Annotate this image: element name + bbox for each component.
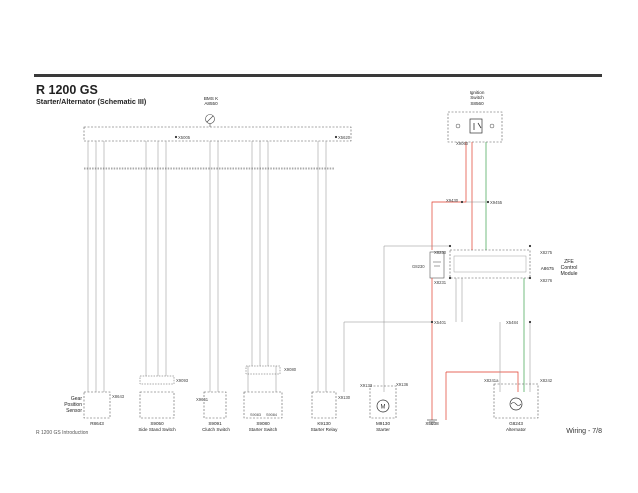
- conn-x9430: X9430: [446, 198, 459, 203]
- gear-sensor-name: Gear Position Sensor: [64, 396, 82, 414]
- starter-name: Starter: [376, 427, 390, 432]
- bms-k-code: A8550: [204, 101, 218, 106]
- starter-box: [369, 385, 397, 419]
- sidestand-code: S9050: [150, 421, 164, 426]
- ignition-code: S8560: [470, 101, 484, 106]
- footer-left: R 1200 GS Introduction: [36, 430, 89, 436]
- ignition-key-symbol: [469, 118, 483, 134]
- starter-switch-box: [243, 391, 283, 419]
- ignition-name: Ignition Switch: [469, 90, 485, 101]
- zfe-code: A8675: [540, 266, 554, 271]
- conn-s9084: S9084: [266, 413, 277, 417]
- x9093-strip: [139, 375, 175, 385]
- conn-x5484: X5484: [506, 320, 519, 325]
- conn-x5401: X5401: [434, 320, 447, 325]
- starter-switch-code: S9080: [256, 421, 270, 426]
- misc-wire-bundle: [343, 201, 531, 392]
- alternator-symbol: [509, 397, 523, 411]
- ground-code: X5038: [425, 421, 439, 426]
- conn-x9080: X9080: [284, 367, 297, 372]
- sidestand-name: Side Stand Switch: [138, 427, 176, 432]
- alternator-code: G8243: [509, 421, 523, 426]
- page-title: R 1200 GS: [36, 83, 98, 97]
- conn-x8230: X8230: [434, 250, 447, 255]
- zfe-name: ZFE Control Module: [560, 259, 578, 277]
- starter-relay-code: K9130: [317, 421, 331, 426]
- gear-sensor-code: R8643: [90, 421, 104, 426]
- conn-x9060: X9060: [456, 141, 469, 146]
- conn-x9133: X9133: [360, 383, 373, 388]
- conn-x5005: X5005: [178, 135, 191, 140]
- starter-switch-name: Starter Switch: [248, 427, 278, 432]
- conn-x8242: X8242: [540, 378, 553, 383]
- x9080-strip: [245, 365, 281, 375]
- svg-text:M: M: [381, 405, 386, 411]
- conn-x8231: X8231: [434, 280, 447, 285]
- clutch-switch-box: [203, 391, 227, 419]
- starter-relay-box: [311, 391, 337, 419]
- starter-motor-symbol: [376, 399, 390, 413]
- conn-x9130: X9130: [338, 395, 351, 400]
- conn-x5620: X5620: [338, 135, 351, 140]
- conn-x8275: X8275: [540, 250, 553, 255]
- starter-code: M9130: [375, 421, 391, 426]
- bms-k-module-box: [83, 126, 352, 142]
- page-subtitle: Starter/Alternator (Schematic III): [36, 97, 147, 106]
- conn-x9093: X9093: [176, 378, 189, 383]
- bms-wire-bundle: [87, 141, 327, 392]
- gear-sensor-box: [83, 391, 111, 419]
- bms-k-name: BMS K: [203, 96, 219, 101]
- conn-x9136: X9136: [396, 382, 409, 387]
- splice-row: [83, 167, 335, 170]
- conn-x8276: X8276: [540, 278, 553, 283]
- conn-x8241a: X8241a: [484, 378, 499, 383]
- clutch-code: S9091: [208, 421, 222, 426]
- conn-x9661: X9661: [196, 397, 209, 402]
- conn-x9455: X9455: [490, 200, 503, 205]
- ground-symbol: [427, 419, 437, 425]
- starter-relay-name: Starter Relay: [310, 427, 338, 432]
- zfe-module-box: [449, 249, 531, 279]
- green-wire-bundle: [485, 142, 525, 392]
- footer-right: Wiring - 7/8: [566, 428, 602, 435]
- g8230-box: [429, 251, 445, 279]
- alternator-box: [493, 383, 539, 419]
- header-rule: [34, 74, 602, 77]
- sidestand-switch-box: [139, 391, 175, 419]
- conn-s9083: S9083: [250, 413, 261, 417]
- clutch-name: Clutch Switch: [202, 427, 230, 432]
- conn-g8230: G8230: [412, 264, 425, 269]
- alternator-name: Alternator: [506, 427, 526, 432]
- conn-x8643: X8643: [112, 394, 125, 399]
